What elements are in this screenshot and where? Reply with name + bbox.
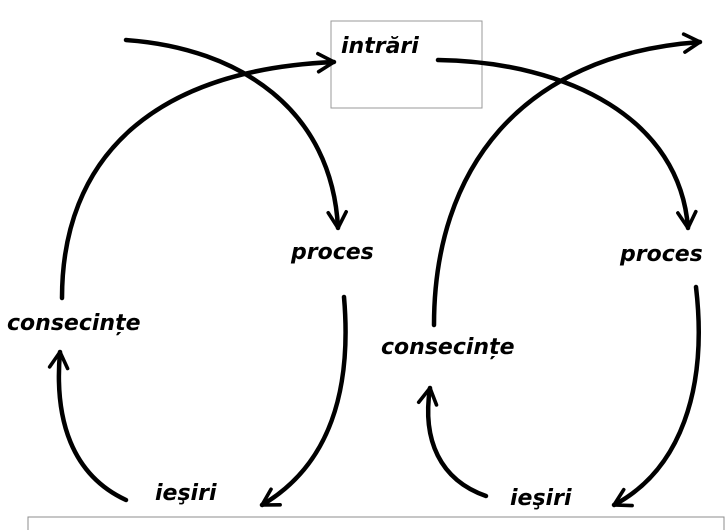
label-process-right: proces bbox=[619, 242, 703, 267]
arrow-process-to-outputs-left bbox=[259, 294, 348, 508]
label-process-left: proces bbox=[290, 240, 374, 265]
label-input: intrări bbox=[341, 34, 419, 59]
label-consequences-left: consecințe bbox=[7, 311, 141, 336]
arrow-process-to-outputs-right bbox=[611, 284, 701, 508]
label-outputs-left: ieşiri bbox=[155, 481, 217, 506]
label-consequences-right: consecințe bbox=[381, 335, 515, 360]
arrow-outputs-to-consequences-left bbox=[47, 349, 129, 503]
arrow-outputs-to-consequences-right bbox=[416, 385, 489, 499]
arrow-consequences-to-exit-right bbox=[431, 32, 703, 328]
arrow-consequences-to-input bbox=[59, 51, 337, 301]
arrow-input-to-process-right bbox=[435, 57, 698, 231]
input-box bbox=[330, 20, 483, 109]
arrow-entry-to-process-left bbox=[123, 37, 348, 231]
label-outputs-right: ieşiri bbox=[510, 486, 572, 511]
caption-frame bbox=[27, 516, 725, 530]
